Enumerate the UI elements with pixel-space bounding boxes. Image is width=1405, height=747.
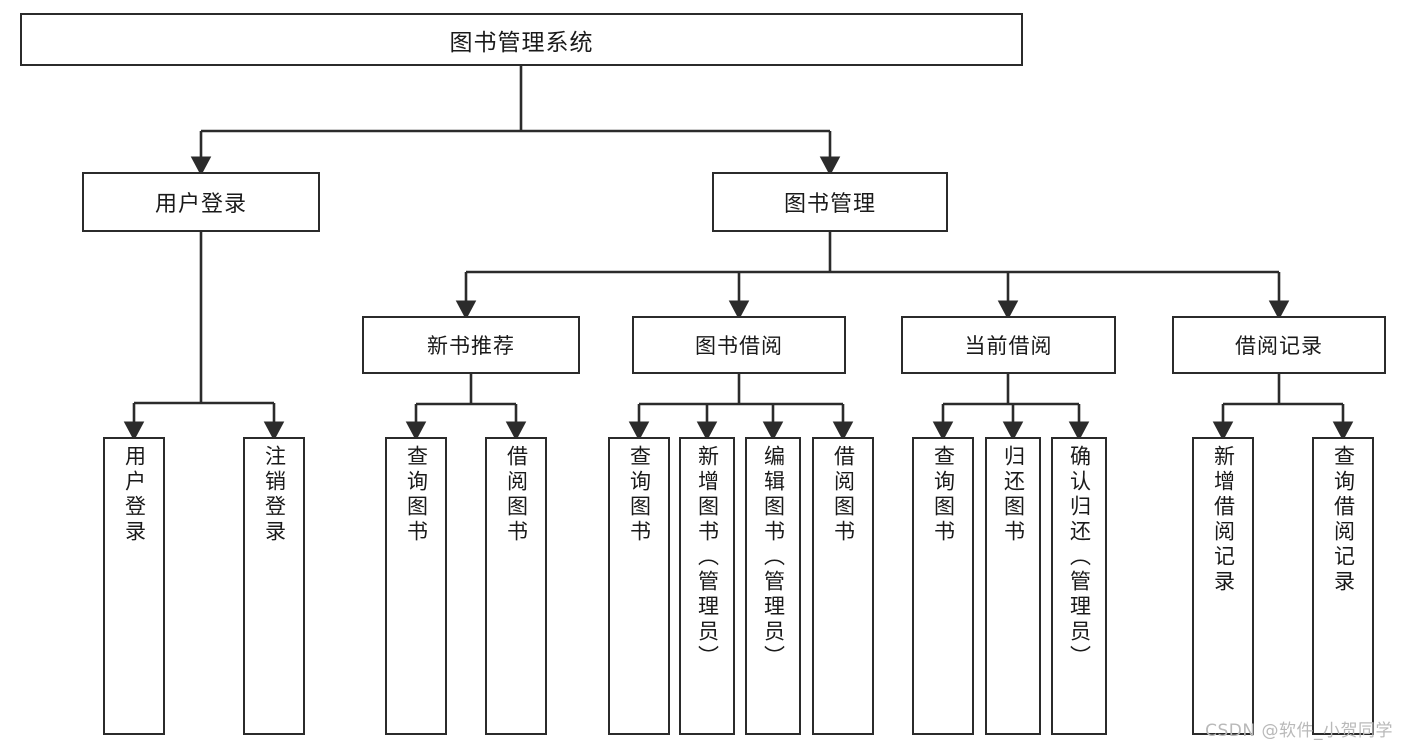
leaf-edit-book[interactable]: 编辑图书（管理员） (745, 437, 801, 735)
node-current-borrow[interactable]: 当前借阅 (901, 316, 1116, 374)
node-new-book-recommend-label: 新书推荐 (427, 334, 515, 358)
leaf-confirm-return[interactable]: 确认归还（管理员） (1051, 437, 1107, 735)
node-user-login[interactable]: 用户登录 (82, 172, 320, 232)
node-book-borrow-label: 图书借阅 (695, 334, 783, 358)
leaf-return-book-label: 归还图书 (1001, 445, 1026, 545)
node-borrow-record-label: 借阅记录 (1235, 334, 1323, 358)
leaf-add-book[interactable]: 新增图书（管理员） (679, 437, 735, 735)
leaf-return-book[interactable]: 归还图书 (985, 437, 1041, 735)
node-root[interactable]: 图书管理系统 (20, 13, 1023, 66)
leaf-query-book-borrow-label: 查询图书 (627, 445, 652, 545)
leaf-logout[interactable]: 注销登录 (243, 437, 305, 735)
leaf-confirm-return-label: 确认归还（管理员） (1067, 445, 1092, 670)
leaf-edit-book-label: 编辑图书（管理员） (761, 445, 786, 670)
node-user-login-label: 用户登录 (154, 192, 247, 217)
leaf-user-login[interactable]: 用户登录 (103, 437, 165, 735)
leaf-borrow-book-recommend-label: 借阅图书 (504, 445, 529, 545)
leaf-query-book-current[interactable]: 查询图书 (912, 437, 974, 735)
node-book-management-label: 图书管理 (783, 192, 876, 217)
leaf-query-book-recommend[interactable]: 查询图书 (385, 437, 447, 735)
leaf-add-borrow-record-label: 新增借阅记录 (1211, 445, 1236, 595)
watermark-text: CSDN @软件_小贺同学 (1205, 721, 1393, 741)
leaf-logout-label: 注销登录 (262, 445, 287, 545)
leaf-query-borrow-record[interactable]: 查询借阅记录 (1312, 437, 1374, 735)
node-root-label: 图书管理系统 (449, 29, 594, 56)
leaf-add-book-label: 新增图书（管理员） (695, 445, 720, 670)
leaf-borrow-book-label: 借阅图书 (831, 445, 856, 545)
node-book-management[interactable]: 图书管理 (712, 172, 948, 232)
node-current-borrow-label: 当前借阅 (964, 334, 1053, 358)
node-book-borrow[interactable]: 图书借阅 (632, 316, 846, 374)
leaf-query-book-current-label: 查询图书 (931, 445, 956, 545)
leaf-borrow-book-recommend[interactable]: 借阅图书 (485, 437, 547, 735)
leaf-borrow-book[interactable]: 借阅图书 (812, 437, 874, 735)
leaf-query-book-borrow[interactable]: 查询图书 (608, 437, 670, 735)
node-new-book-recommend[interactable]: 新书推荐 (362, 316, 580, 374)
node-borrow-record[interactable]: 借阅记录 (1172, 316, 1386, 374)
leaf-query-book-recommend-label: 查询图书 (404, 445, 429, 545)
leaf-query-borrow-record-label: 查询借阅记录 (1331, 445, 1356, 595)
leaf-user-login-label: 用户登录 (122, 445, 147, 545)
leaf-add-borrow-record[interactable]: 新增借阅记录 (1192, 437, 1254, 735)
